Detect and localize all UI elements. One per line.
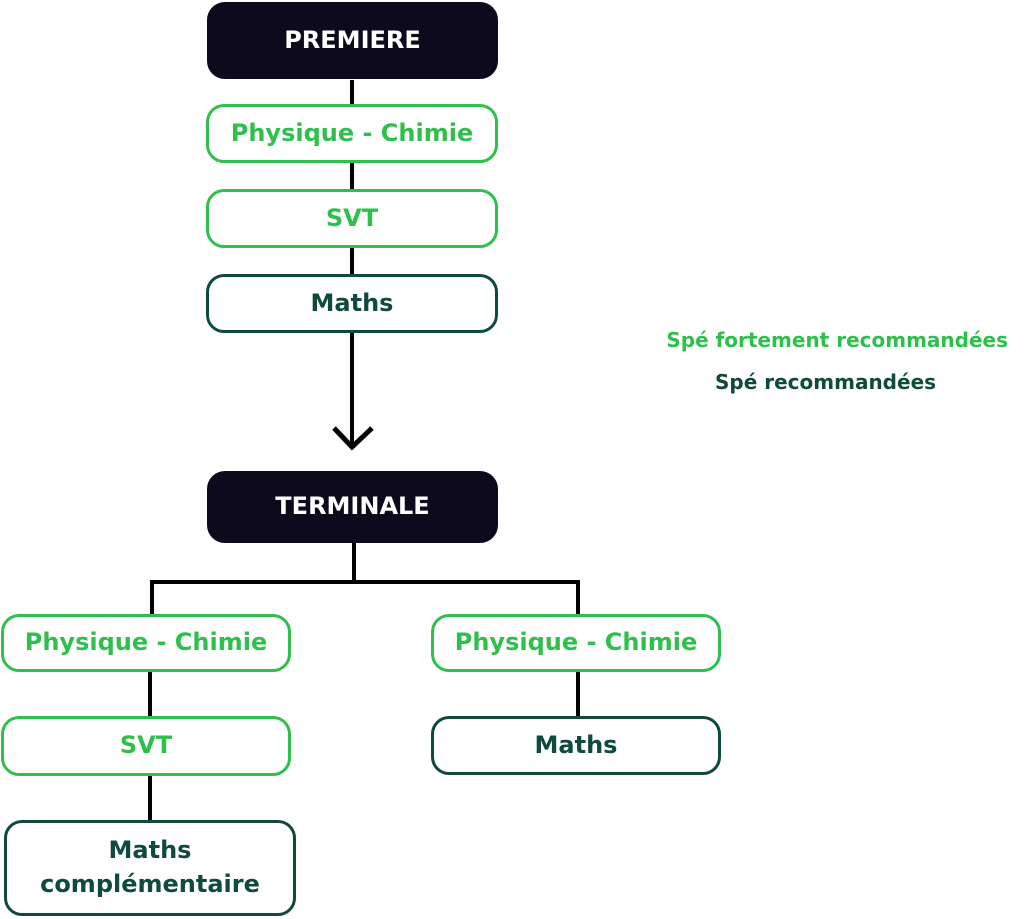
terminale-header: TERMINALE: [207, 471, 498, 543]
legend-strong: Spé fortement recommandées: [666, 328, 1008, 352]
premiere-maths: Maths: [206, 274, 498, 333]
legend-recommended: Spé recommandées: [715, 370, 937, 394]
maths-complementaire-line1: Maths: [108, 836, 192, 865]
terminale-left-maths-complementaire: Maths complémentaire: [4, 820, 296, 916]
maths-complementaire-line2: complémentaire: [40, 870, 260, 898]
terminale-left-physique-chimie: Physique - Chimie: [1, 614, 291, 672]
premiere-svt: SVT: [206, 189, 498, 248]
arrow-head: [332, 426, 374, 451]
premiere-physique-chimie: Physique - Chimie: [206, 104, 498, 163]
terminale-right-maths: Maths: [431, 716, 721, 775]
terminale-right-physique-chimie: Physique - Chimie: [431, 614, 721, 672]
premiere-header: PREMIERE: [207, 2, 498, 79]
terminale-left-svt: SVT: [1, 716, 291, 776]
